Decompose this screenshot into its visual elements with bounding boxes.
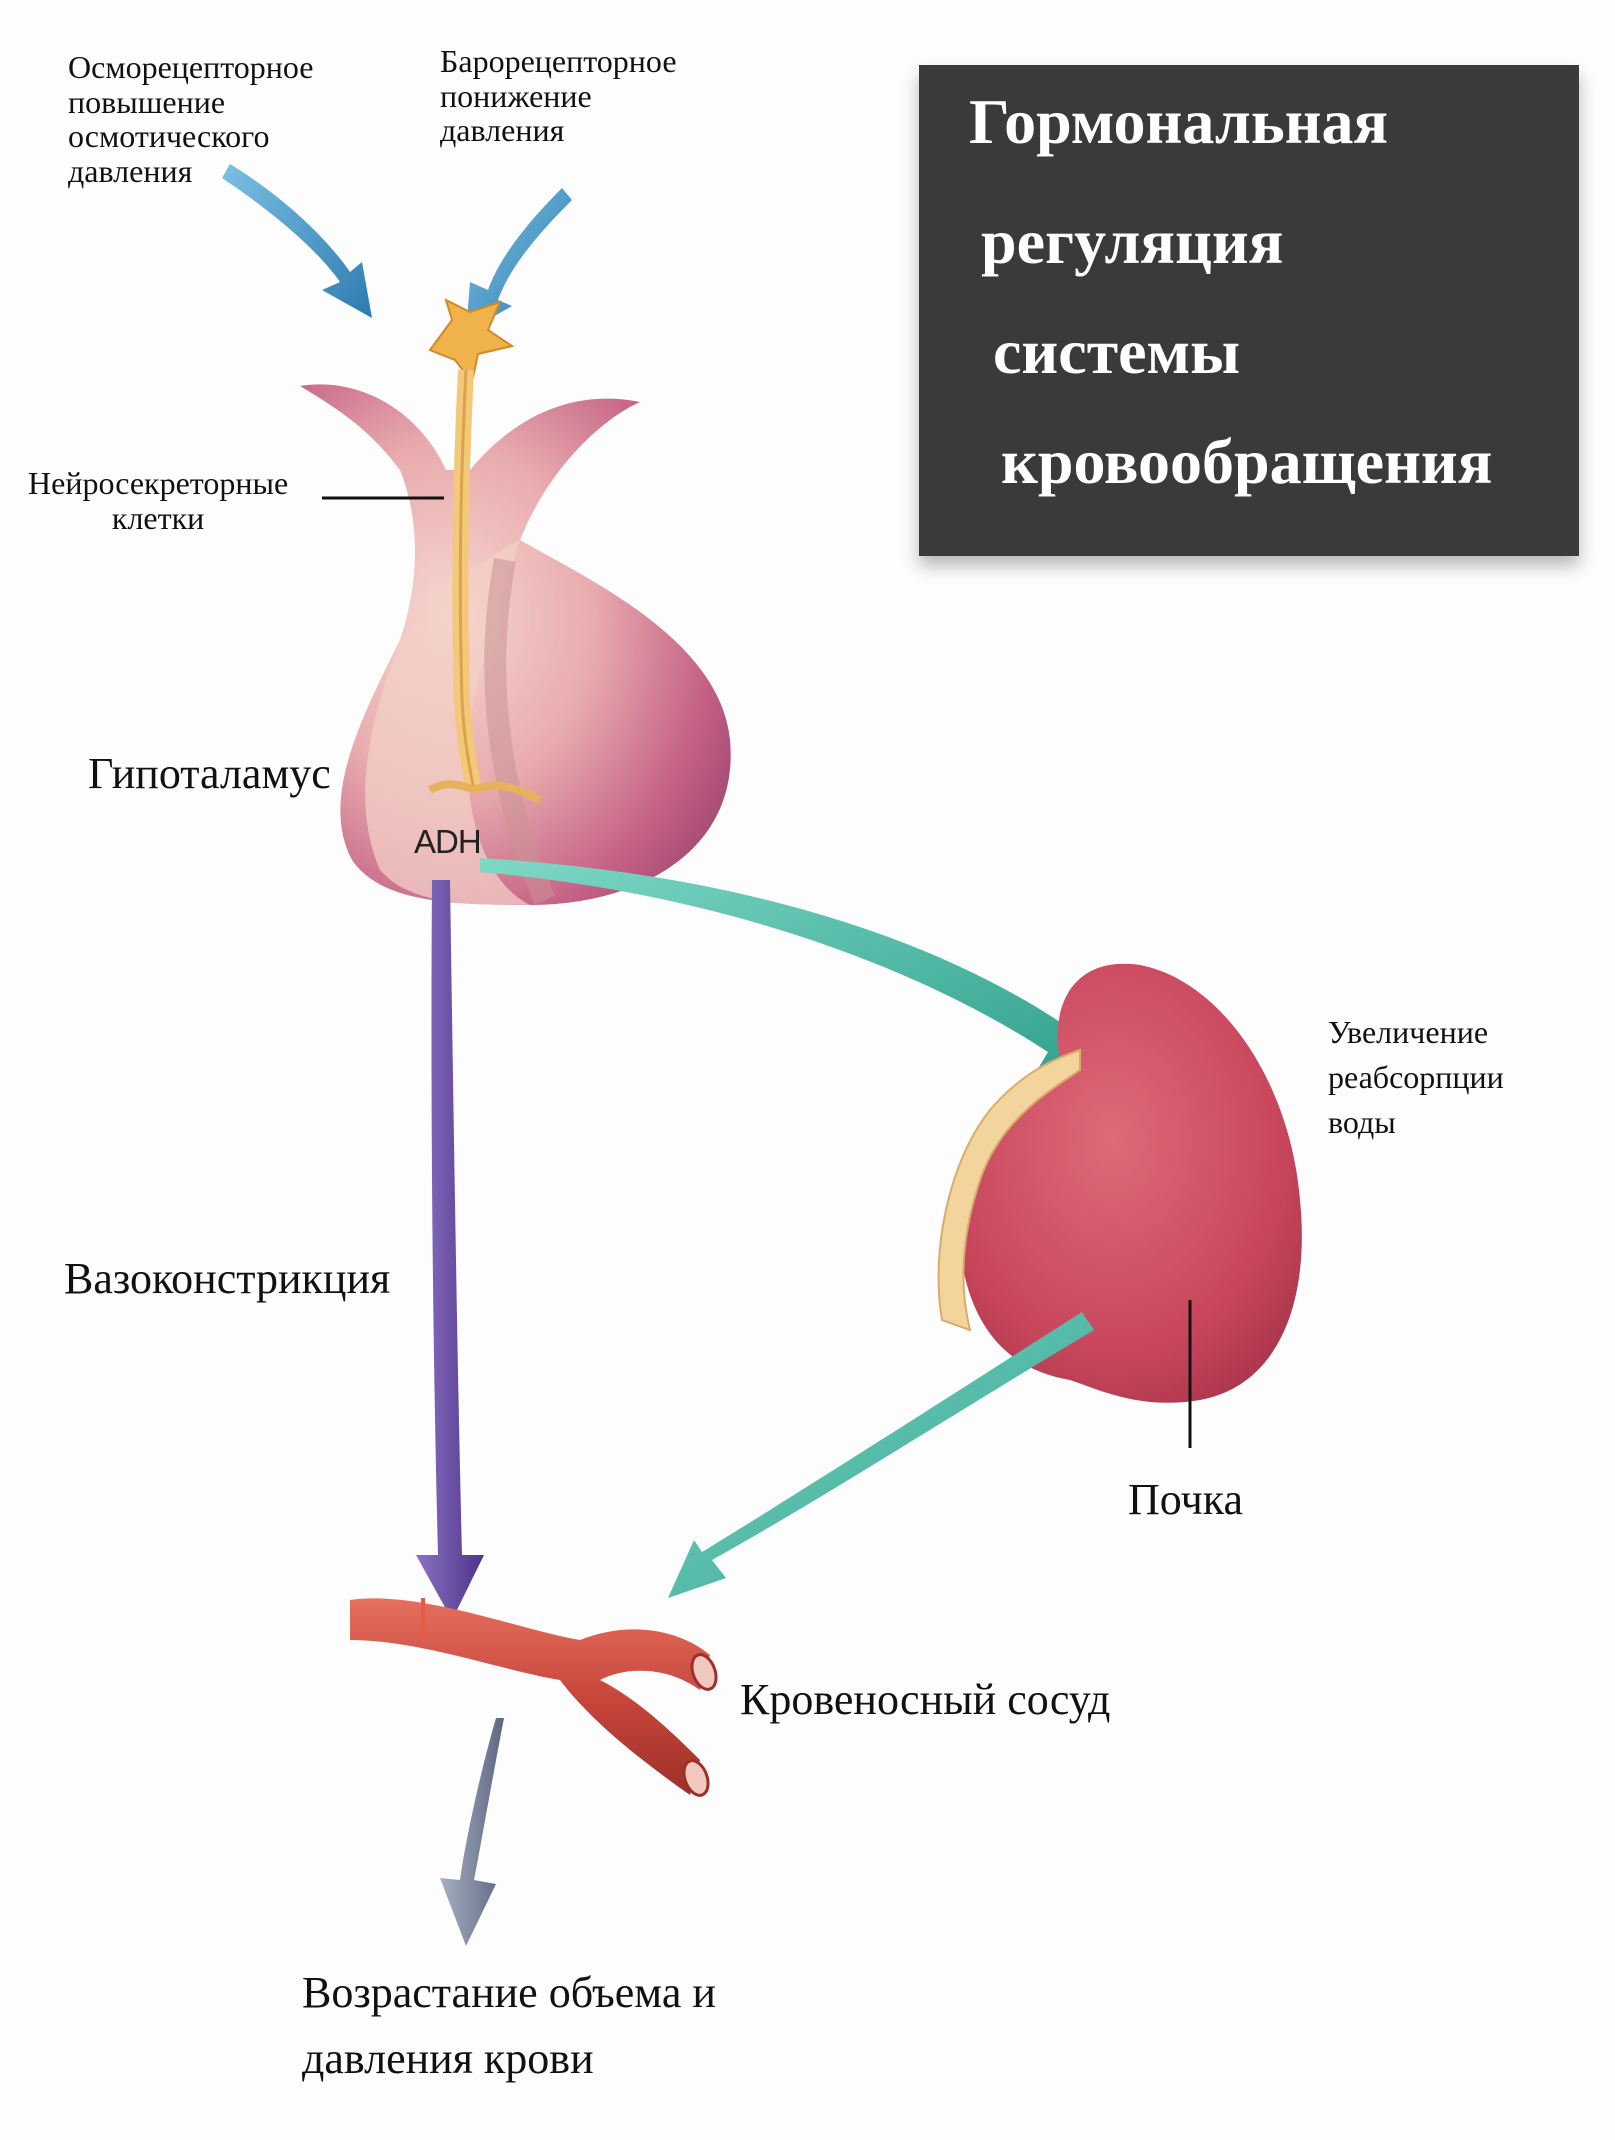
result-arrow [440, 1718, 504, 1946]
kidney-shape [937, 963, 1302, 1403]
label-hypothalamus: Гипоталамус [88, 749, 331, 798]
label-osmoreceptor: Осморецепторное повышение осмотического … [68, 49, 314, 189]
label-blood-vessel: Кровеносный сосуд [740, 1675, 1111, 1724]
blood-vessel [350, 1598, 718, 1797]
kidney-to-vessel-arrow [668, 1312, 1094, 1598]
title-line-3: системы [993, 316, 1241, 387]
vasoconstriction-arrow [416, 880, 484, 1620]
title-line-1: Гормональная [969, 86, 1389, 157]
hypothalamus-shape [300, 384, 731, 905]
label-adh: ADH [414, 823, 482, 860]
baroreceptor-arrow [466, 188, 572, 332]
title-panel: Гормональная регуляция системы кровообра… [919, 65, 1579, 556]
title-line-2: регуляция [981, 206, 1284, 277]
label-result: Возрастание объема и давления крови [302, 1968, 716, 2083]
label-vasoconstriction: Вазоконстрикция [64, 1254, 391, 1303]
label-kidney: Почка [1128, 1475, 1244, 1524]
label-neurosecretory: Нейросекреторные клетки [28, 465, 289, 536]
osmoreceptor-arrow [222, 164, 372, 318]
title-line-4: кровообращения [1001, 426, 1493, 497]
neurosecretory-cell [428, 298, 542, 804]
label-baroreceptor: Барорецепторное понижение давления [440, 43, 677, 149]
label-reabsorption: Увеличение реабсорпции воды [1328, 1014, 1504, 1140]
